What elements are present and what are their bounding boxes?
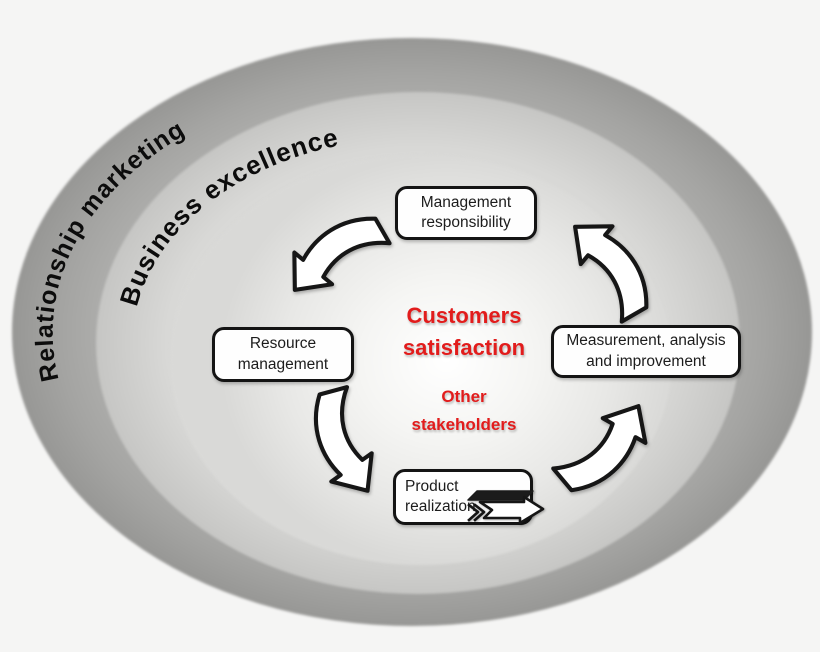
other-stakeholders-label: Other stakeholders (411, 387, 517, 434)
management-responsibility-box: Management responsibility (395, 186, 537, 240)
resource-management-box: Resource management (212, 327, 354, 382)
customers-satisfaction-label: Customers satisfaction (402, 303, 526, 360)
cycle-arrow-management-to-resource-icon (292, 216, 392, 292)
forward-arrow-icon (467, 490, 545, 525)
product-realization-box: Product realization (393, 469, 533, 525)
cycle-arrow-resource-to-product-icon (314, 385, 374, 493)
measurement-analysis-improvement-box: Measurement, analysis and improvement (551, 325, 741, 378)
cycle-arrow-measurement-to-management-icon (573, 224, 649, 324)
cycle-arrow-product-to-measurement-icon (551, 404, 648, 493)
